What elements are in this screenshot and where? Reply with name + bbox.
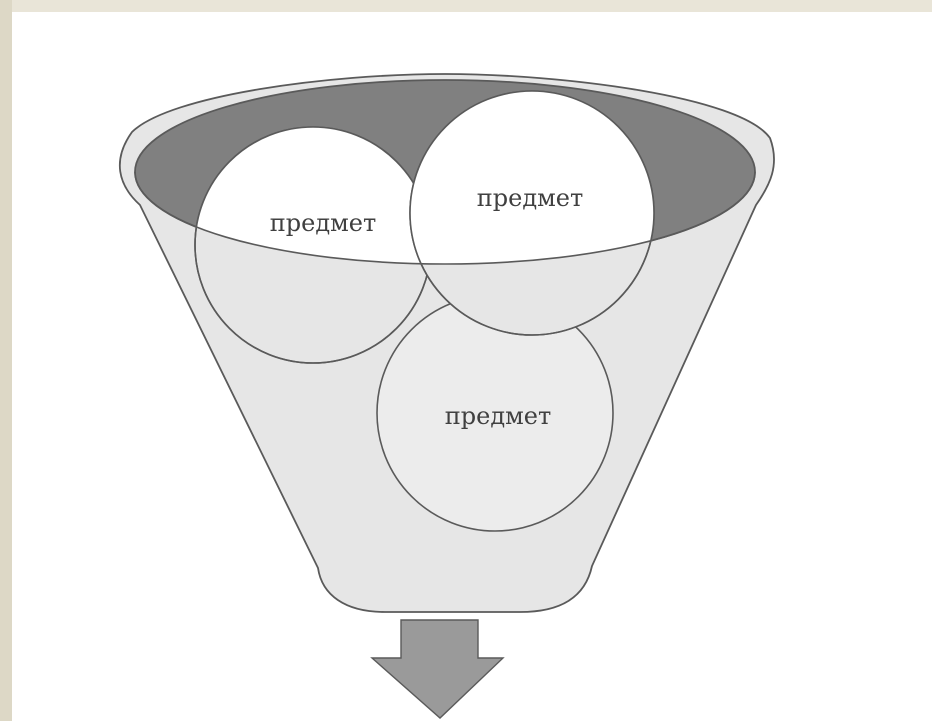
circle-left [194, 126, 432, 364]
circle-bottom-label: предмет [445, 402, 552, 430]
funnel-rim-line [134, 171, 756, 265]
circle-left-label: предмет [270, 209, 377, 237]
circle-right-label: предмет [477, 184, 584, 212]
circle-right [409, 90, 655, 336]
down-arrow-icon [370, 619, 505, 719]
left-border [0, 0, 12, 721]
